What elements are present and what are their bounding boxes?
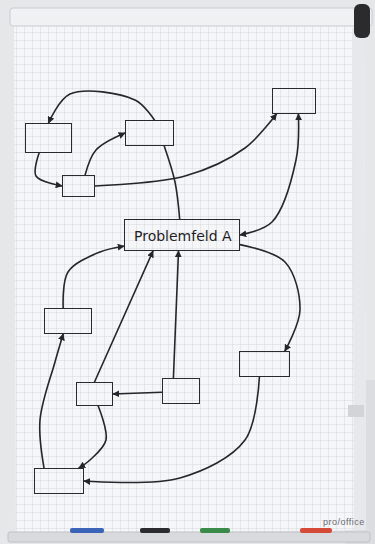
connector-arrow bbox=[164, 146, 179, 219]
problem-box: Problemfeld A bbox=[124, 219, 240, 251]
top-bar bbox=[10, 8, 372, 26]
connector-arrow bbox=[240, 245, 300, 351]
paper-grid bbox=[14, 18, 366, 534]
paper-stack-mark bbox=[348, 405, 364, 417]
connector-arrow bbox=[173, 251, 178, 378]
marker bbox=[70, 528, 104, 533]
marker-tray bbox=[8, 532, 370, 542]
connector-arrow bbox=[63, 246, 124, 308]
connector-arrow bbox=[240, 114, 299, 235]
connector-arrow bbox=[49, 91, 155, 123]
connector-arrow bbox=[113, 392, 162, 394]
paper-edge bbox=[352, 18, 366, 530]
connector-arrow bbox=[79, 406, 106, 468]
empty-box bbox=[34, 468, 84, 494]
clamp bbox=[354, 4, 370, 38]
connector-arrow bbox=[40, 334, 63, 468]
marker bbox=[200, 528, 230, 533]
empty-box bbox=[239, 351, 290, 377]
empty-box bbox=[272, 88, 316, 114]
connector-arrow bbox=[95, 251, 154, 382]
connector-arrow bbox=[35, 153, 62, 186]
node-label: Problemfeld A bbox=[134, 227, 230, 245]
brand-mark: pro/office bbox=[323, 517, 365, 527]
empty-box bbox=[25, 123, 72, 153]
empty-box bbox=[62, 175, 95, 197]
connector-arrow bbox=[84, 377, 259, 483]
paper-sheet bbox=[14, 18, 366, 534]
marker bbox=[140, 528, 170, 533]
empty-box bbox=[162, 378, 200, 404]
empty-box bbox=[125, 120, 174, 146]
empty-box bbox=[44, 308, 92, 334]
empty-box bbox=[76, 382, 113, 406]
connector-arrow bbox=[85, 133, 125, 175]
connector-arrow bbox=[95, 114, 276, 186]
marker bbox=[300, 528, 332, 533]
